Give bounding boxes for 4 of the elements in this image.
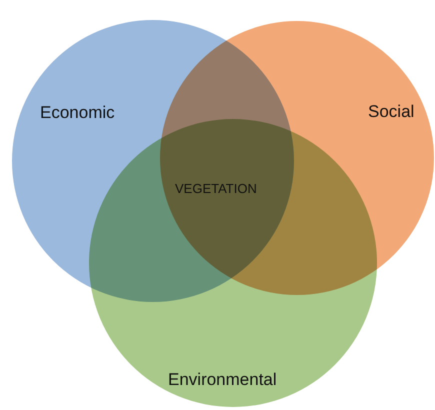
- center-label: VEGETATION: [175, 181, 257, 196]
- circle-label: Environmental: [168, 370, 277, 390]
- circle-label: Social: [368, 102, 414, 122]
- circle-label: Economic: [40, 103, 115, 123]
